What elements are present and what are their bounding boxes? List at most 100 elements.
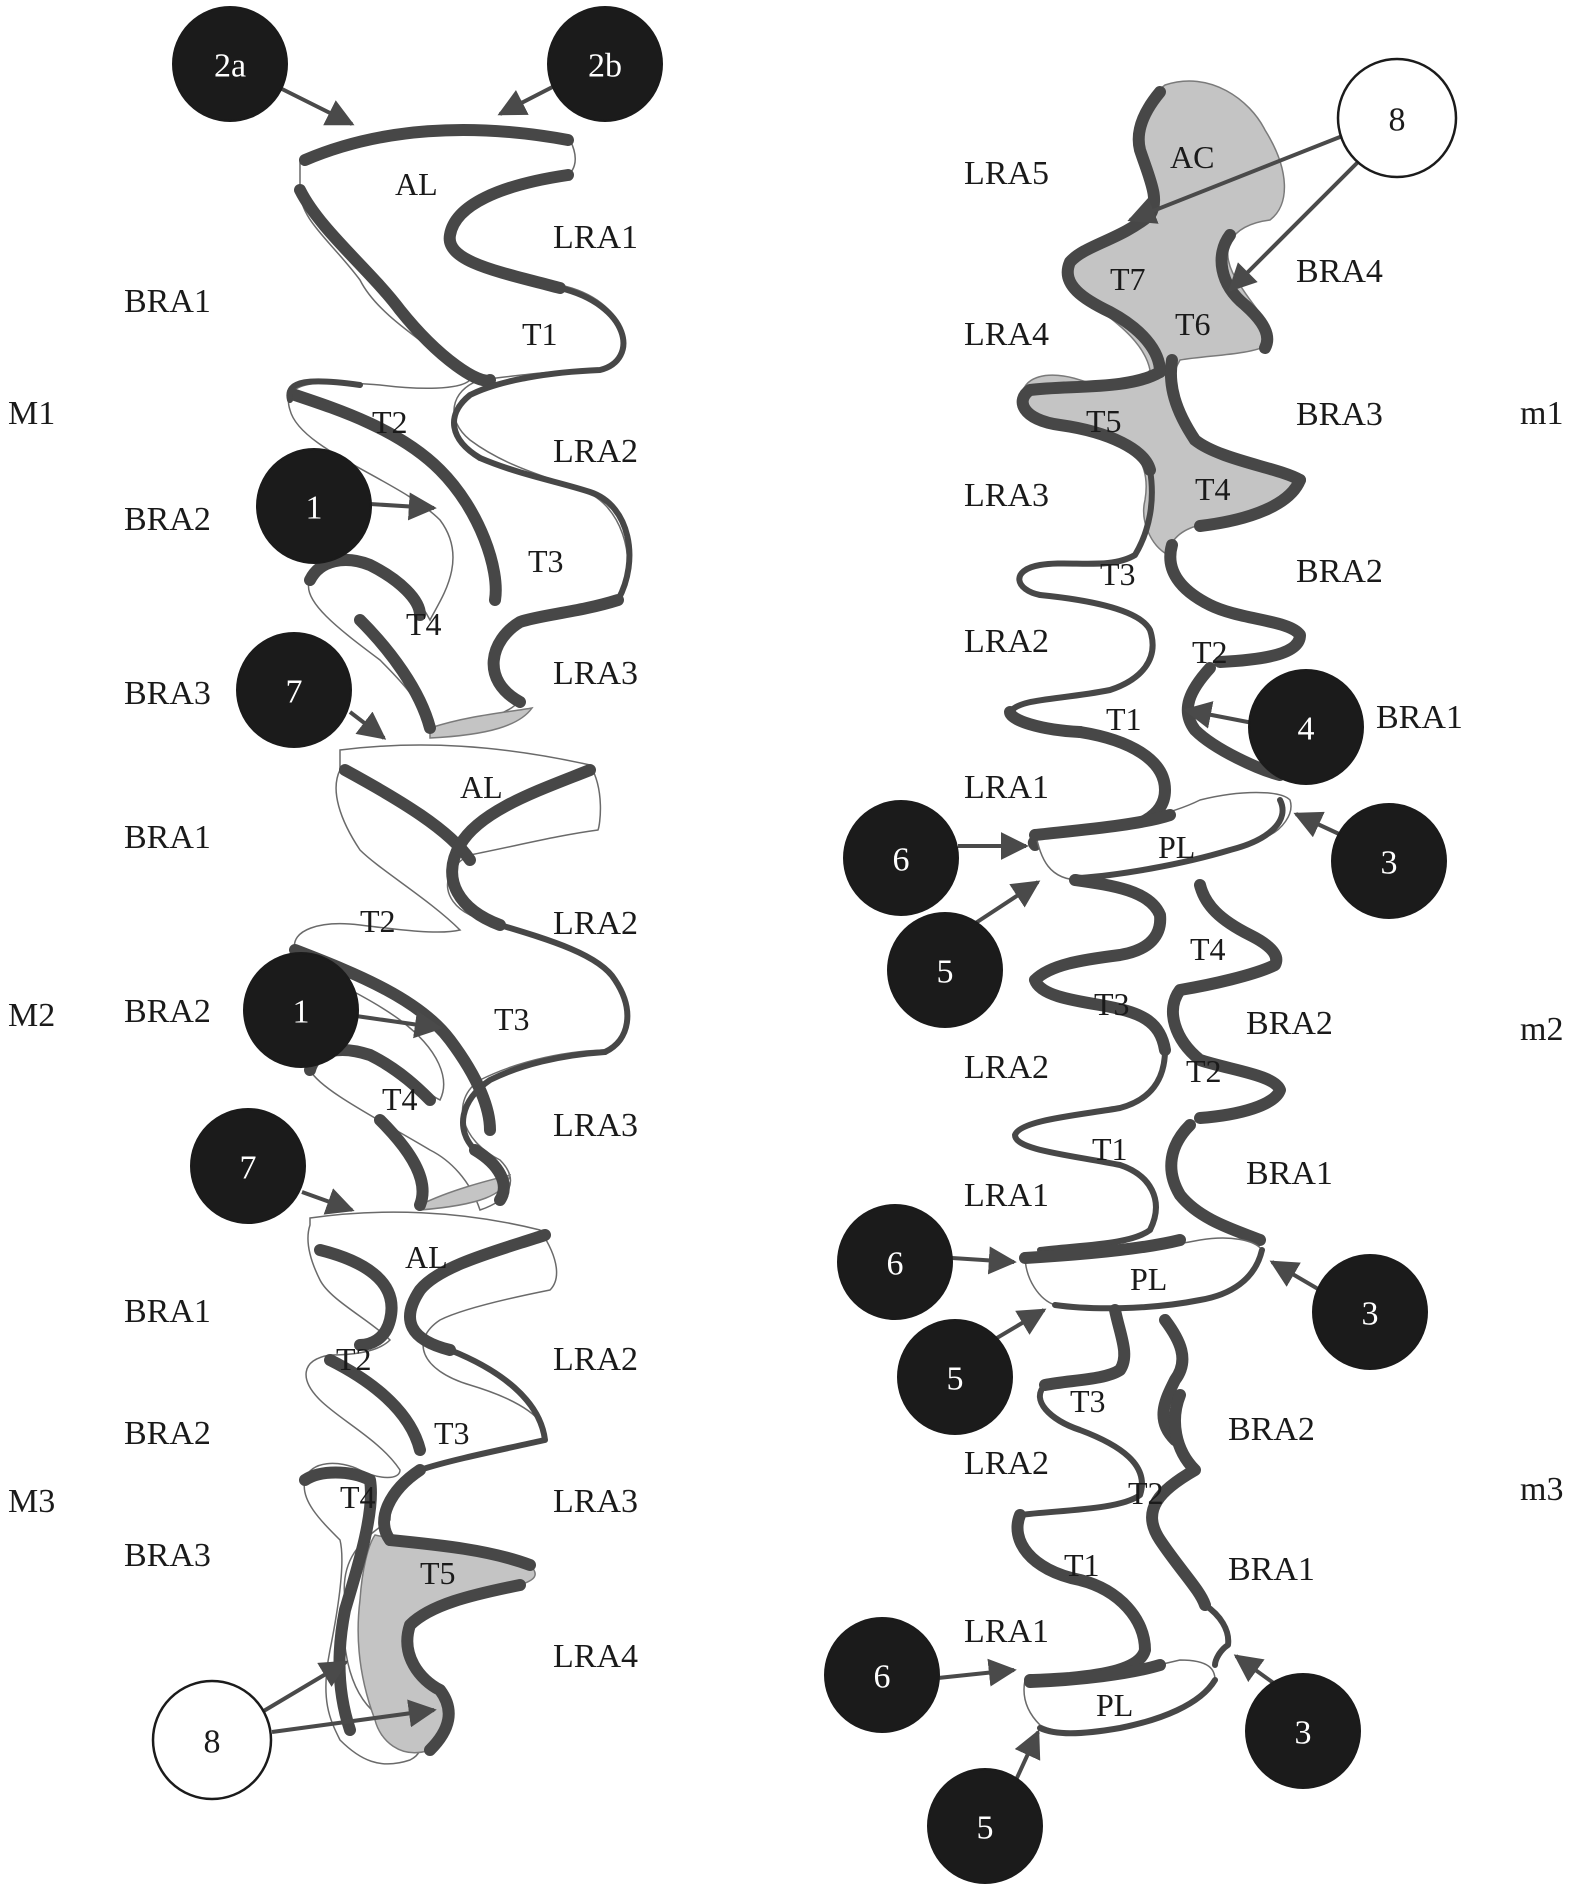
left-m3-t2: T2	[336, 1341, 372, 1377]
right-m1-t3: T3	[1100, 556, 1136, 592]
svg-text:3: 3	[1362, 1296, 1379, 1333]
svg-text:1: 1	[293, 994, 310, 1031]
right-m3-lra2: LRA2	[964, 1445, 1049, 1482]
svg-text:2a: 2a	[214, 48, 246, 85]
right-m1-shape	[1004, 80, 1306, 881]
right-badge-3-b: 3	[1312, 1254, 1428, 1370]
right-m1-t7: T7	[1110, 261, 1146, 297]
left-m1-lra1: LRA1	[553, 219, 638, 256]
left-m3-lra2: LRA2	[553, 1341, 638, 1378]
left-m1-bra3: BRA3	[124, 675, 211, 712]
left-arrow-1-lower	[355, 1010, 443, 1039]
right-m1-t5: T5	[1086, 403, 1122, 439]
svg-text:6: 6	[887, 1246, 904, 1283]
right-badge-6-a: 6	[843, 800, 959, 916]
right-m2-bra1: BRA1	[1246, 1155, 1333, 1192]
right-m1-t6: T6	[1175, 306, 1211, 342]
right-m1-lra5: LRA5	[964, 155, 1049, 192]
right-m2-t3: T3	[1094, 986, 1130, 1022]
svg-text:3: 3	[1295, 1715, 1312, 1752]
svg-text:8: 8	[1389, 102, 1406, 139]
svg-text:6: 6	[893, 842, 910, 879]
right-badge-4: 4	[1248, 669, 1364, 785]
right-m1-lra2: LRA2	[964, 623, 1049, 660]
right-arrow-8-b	[1228, 158, 1362, 292]
right-m1-lra1: LRA1	[964, 769, 1049, 806]
right-badge-3-a: 3	[1331, 803, 1447, 919]
right-badge-5-a: 5	[887, 912, 1003, 1028]
left-badge-2a: 2a	[172, 6, 288, 122]
right-m3-bra2: BRA2	[1228, 1411, 1315, 1448]
left-m2-lra2: LRA2	[553, 905, 638, 942]
svg-text:1: 1	[306, 490, 323, 527]
svg-text:4: 4	[1298, 711, 1315, 748]
right-m1-t2: T2	[1192, 634, 1228, 670]
right-m2-lra2: LRA2	[964, 1049, 1049, 1086]
right-m2-t2: T2	[1186, 1053, 1222, 1089]
left-badge-2b: 2b	[547, 6, 663, 122]
left-row-label-m2: M2	[8, 997, 55, 1034]
left-m1-al: AL	[395, 166, 438, 202]
right-badge-5-c: 5	[927, 1768, 1043, 1884]
right-m1-pl: PL	[1158, 829, 1195, 865]
svg-text:3: 3	[1381, 845, 1398, 882]
right-badge-6-c: 6	[824, 1617, 940, 1733]
right-m2-t4: T4	[1190, 931, 1226, 967]
right-arrow-6-c	[937, 1658, 1017, 1687]
left-m2-al: AL	[460, 769, 503, 805]
right-toothrow: m1 m2 m3 AC LRA5 T7 BRA4 T6 LRA4 T5 BRA3…	[824, 57, 1563, 1884]
right-m1-lra4: LRA4	[964, 316, 1049, 353]
left-m3-lra3: LRA3	[553, 1483, 638, 1520]
svg-text:5: 5	[947, 1361, 964, 1398]
right-m3-t2: T2	[1128, 1475, 1164, 1511]
left-arrow-8-a	[260, 1660, 349, 1714]
right-m1-lra3: LRA3	[964, 477, 1049, 514]
right-arrow-4	[1183, 701, 1259, 729]
right-m1-t4: T4	[1195, 471, 1231, 507]
left-toothrow: M1 M2 M3 AL LRA1 BRA1 T1 T2 LRA2 BRA2 T3…	[8, 6, 663, 1801]
right-badge-6-b: 6	[837, 1204, 953, 1320]
left-badge-7-lower: 7	[190, 1108, 306, 1224]
left-m3-bra3: BRA3	[124, 1537, 211, 1574]
right-row-label-m1: m1	[1520, 395, 1563, 432]
left-m1-bra1: BRA1	[124, 283, 211, 320]
right-m2-pl: PL	[1130, 1261, 1167, 1297]
right-m2-lra1: LRA1	[964, 1177, 1049, 1214]
right-badge-5-b: 5	[897, 1319, 1013, 1435]
right-row-label-m2: m2	[1520, 1011, 1563, 1048]
left-m3-t4: T4	[340, 1479, 376, 1515]
svg-text:7: 7	[240, 1150, 257, 1187]
svg-text:5: 5	[937, 954, 954, 991]
right-m1-bra2: BRA2	[1296, 553, 1383, 590]
left-arrow-1-upper	[369, 492, 437, 521]
left-arrow-8-b	[271, 1699, 437, 1734]
left-badge-1-upper: 1	[256, 448, 372, 564]
left-m2-lra3: LRA3	[553, 1107, 638, 1144]
left-m1-t3: T3	[528, 543, 564, 579]
left-m1-t1: T1	[522, 316, 558, 352]
svg-text:8: 8	[204, 1724, 221, 1761]
right-row-label-m3: m3	[1520, 1471, 1563, 1508]
left-arrow-2a	[279, 86, 355, 126]
left-m2-t2: T2	[360, 903, 396, 939]
right-m3-pl: PL	[1096, 1687, 1133, 1723]
right-m3-t3: T3	[1070, 1383, 1106, 1419]
left-m1-shape	[286, 123, 633, 739]
right-arrow-5-a	[966, 880, 1041, 930]
right-m1-bra4: BRA4	[1296, 253, 1383, 290]
right-m2-shape	[1012, 874, 1286, 1312]
left-m3-bra2: BRA2	[124, 1415, 211, 1452]
left-m1-t2: T2	[372, 404, 408, 440]
right-arrow-6-b	[951, 1246, 1017, 1275]
left-m1-t4: T4	[406, 606, 442, 642]
svg-text:7: 7	[286, 674, 303, 711]
left-row-label-m3: M3	[8, 1483, 55, 1520]
right-m1-ac: AC	[1170, 139, 1214, 175]
left-arrow-7-lower	[301, 1188, 355, 1215]
right-badge-8: 8	[1336, 57, 1458, 179]
left-m2-shape	[289, 744, 631, 1211]
left-m1-lra2: LRA2	[553, 433, 638, 470]
right-m3-shape	[1011, 1304, 1232, 1737]
right-m3-t1: T1	[1064, 1547, 1100, 1583]
